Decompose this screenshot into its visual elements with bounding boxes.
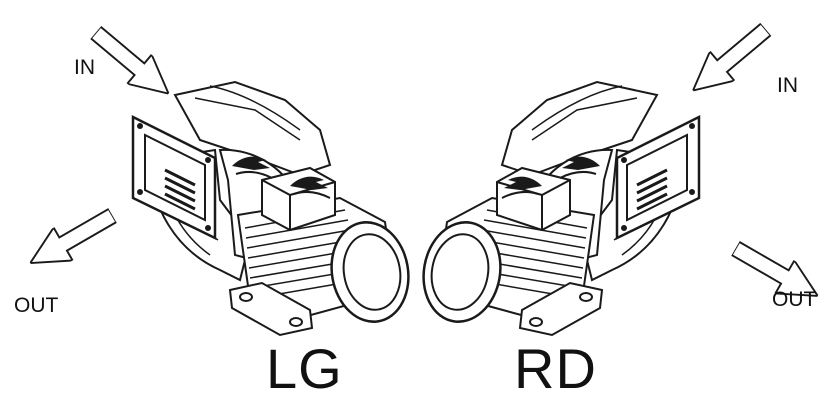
arrow-in-left-icon bbox=[83, 18, 181, 109]
arrow-in-right-icon bbox=[680, 14, 778, 106]
variant-label-rd: RD bbox=[514, 337, 597, 400]
in-label-left: IN bbox=[74, 56, 95, 79]
blower-rd bbox=[414, 80, 701, 337]
in-label-right: IN bbox=[777, 74, 798, 97]
blower-lg bbox=[131, 80, 418, 337]
variant-label-lg: LG bbox=[266, 337, 343, 400]
out-label-right: OUT bbox=[772, 288, 817, 311]
arrow-out-left-icon bbox=[20, 199, 122, 280]
out-label-left: OUT bbox=[14, 294, 59, 317]
